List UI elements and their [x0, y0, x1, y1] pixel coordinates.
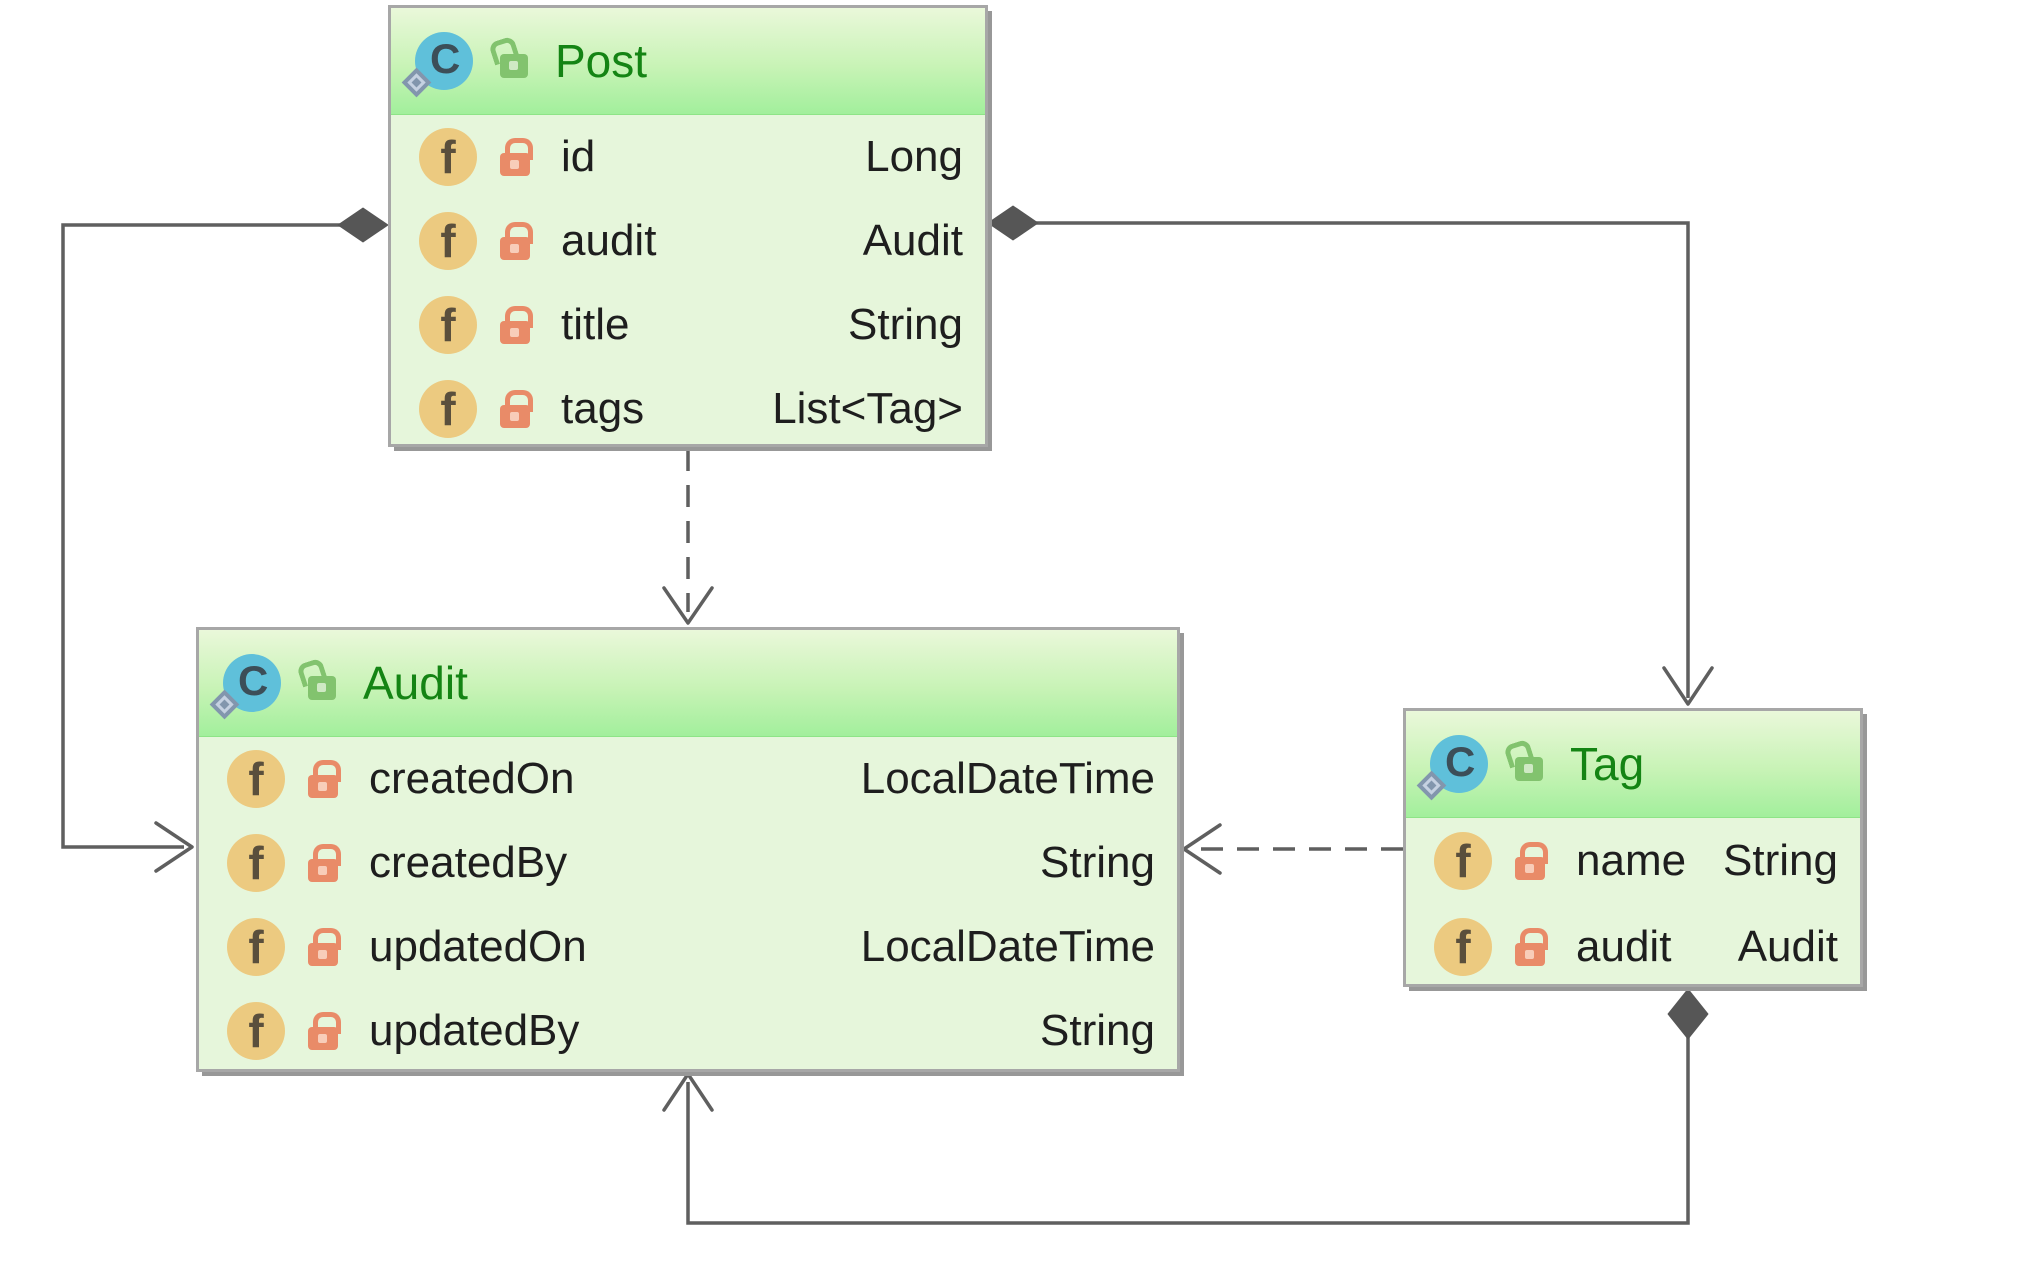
field-row-id[interactable]: f id Long	[391, 115, 985, 199]
private-lock-icon	[305, 757, 341, 801]
class-box-tag[interactable]: C Tag f name String f audit Audit	[1403, 708, 1863, 987]
private-lock-icon	[305, 841, 341, 885]
field-icon: f	[227, 834, 285, 892]
edge-post-tag-composition[interactable]	[987, 205, 1714, 706]
field-type: String	[1040, 838, 1155, 887]
field-name: title	[561, 300, 630, 349]
private-lock-icon	[497, 303, 533, 347]
public-lock-icon	[488, 35, 529, 83]
private-lock-icon	[497, 387, 533, 431]
private-lock-icon	[1512, 925, 1548, 969]
class-icon: C	[401, 32, 473, 98]
class-box-audit[interactable]: C Audit f createdOn LocalDateTime f crea…	[196, 627, 1180, 1072]
class-name: Audit	[363, 657, 468, 709]
private-lock-icon	[305, 1009, 341, 1053]
private-lock-icon	[497, 219, 533, 263]
field-row-createdOn[interactable]: f createdOn LocalDateTime	[199, 737, 1177, 821]
field-type: String	[1723, 836, 1838, 885]
field-type: Long	[865, 132, 963, 181]
field-row-tags[interactable]: f tags List<Tag>	[391, 367, 985, 451]
field-icon: f	[227, 750, 285, 808]
field-icon: f	[1434, 832, 1492, 890]
class-box-post[interactable]: C Post f id Long f audit Audit f title S…	[388, 5, 988, 447]
public-lock-icon	[296, 657, 337, 705]
field-name: createdBy	[369, 838, 568, 887]
private-lock-icon	[497, 135, 533, 179]
edge-post-audit-composition[interactable]	[61, 207, 389, 873]
field-type: List<Tag>	[772, 384, 963, 433]
field-icon: f	[419, 380, 477, 438]
field-icon: f	[1434, 918, 1492, 976]
field-type: LocalDateTime	[860, 754, 1155, 803]
field-name: updatedBy	[369, 1006, 580, 1055]
private-lock-icon	[305, 925, 341, 969]
field-name: createdOn	[369, 754, 575, 803]
field-row-audit[interactable]: f audit Audit	[1406, 904, 1860, 990]
field-name: audit	[1576, 922, 1672, 971]
class-name: Post	[555, 35, 648, 87]
class-icon: C	[209, 654, 281, 720]
field-name: name	[1576, 836, 1687, 885]
field-icon: f	[227, 918, 285, 976]
field-name: updatedOn	[369, 922, 587, 971]
class-header-tag: C Tag	[1406, 711, 1860, 818]
class-header-audit: C Audit	[199, 630, 1177, 737]
class-badge-diamond	[1416, 770, 1447, 801]
field-icon: f	[419, 128, 477, 186]
field-row-title[interactable]: f title String	[391, 283, 985, 367]
field-icon: f	[419, 212, 477, 270]
field-type: String	[848, 300, 963, 349]
field-row-createdBy[interactable]: f createdBy String	[199, 821, 1177, 905]
field-row-name[interactable]: f name String	[1406, 818, 1860, 904]
field-type: Audit	[1737, 922, 1838, 971]
field-type: LocalDateTime	[860, 922, 1155, 971]
edge-tag-audit-dependency[interactable]	[1182, 823, 1403, 875]
field-row-updatedBy[interactable]: f updatedBy String	[199, 989, 1177, 1073]
field-row-updatedOn[interactable]: f updatedOn LocalDateTime	[199, 905, 1177, 989]
class-badge-diamond	[401, 67, 432, 98]
field-name: tags	[561, 384, 645, 433]
class-icon: C	[1416, 735, 1488, 801]
public-lock-icon	[1503, 738, 1544, 786]
class-name: Tag	[1570, 738, 1645, 790]
field-icon: f	[419, 296, 477, 354]
edge-tag-audit-composition[interactable]	[662, 988, 1709, 1225]
field-name: audit	[561, 216, 657, 265]
class-header-post: C Post	[391, 8, 985, 115]
field-row-audit[interactable]: f audit Audit	[391, 199, 985, 283]
field-type: String	[1040, 1006, 1155, 1055]
field-name: id	[561, 132, 596, 181]
private-lock-icon	[1512, 839, 1548, 883]
field-icon: f	[227, 1002, 285, 1060]
class-badge-diamond	[209, 689, 240, 720]
edge-post-audit-dependency[interactable]	[662, 449, 714, 625]
field-type: Audit	[862, 216, 963, 265]
